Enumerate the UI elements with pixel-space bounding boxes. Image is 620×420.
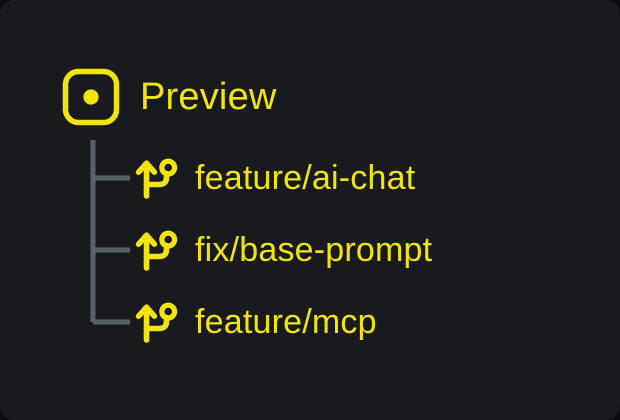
tree-branch-item[interactable]: fix/base-prompt <box>133 224 432 276</box>
git-branch-icon <box>135 158 178 199</box>
tree-branch-label: feature/ai-chat <box>195 159 416 197</box>
git-branch-icon <box>135 230 178 271</box>
tree-branch-item[interactable]: feature/mcp <box>133 296 377 348</box>
preview-square-dot-icon <box>62 68 120 126</box>
tree-root-label: Preview <box>140 76 277 118</box>
tree-branch-item[interactable]: feature/ai-chat <box>133 152 415 204</box>
tree-root-node[interactable]: Preview <box>62 64 277 130</box>
tree-branch-label: feature/mcp <box>195 303 377 341</box>
tree-branch-label: fix/base-prompt <box>195 231 433 269</box>
git-branch-icon <box>135 302 178 343</box>
